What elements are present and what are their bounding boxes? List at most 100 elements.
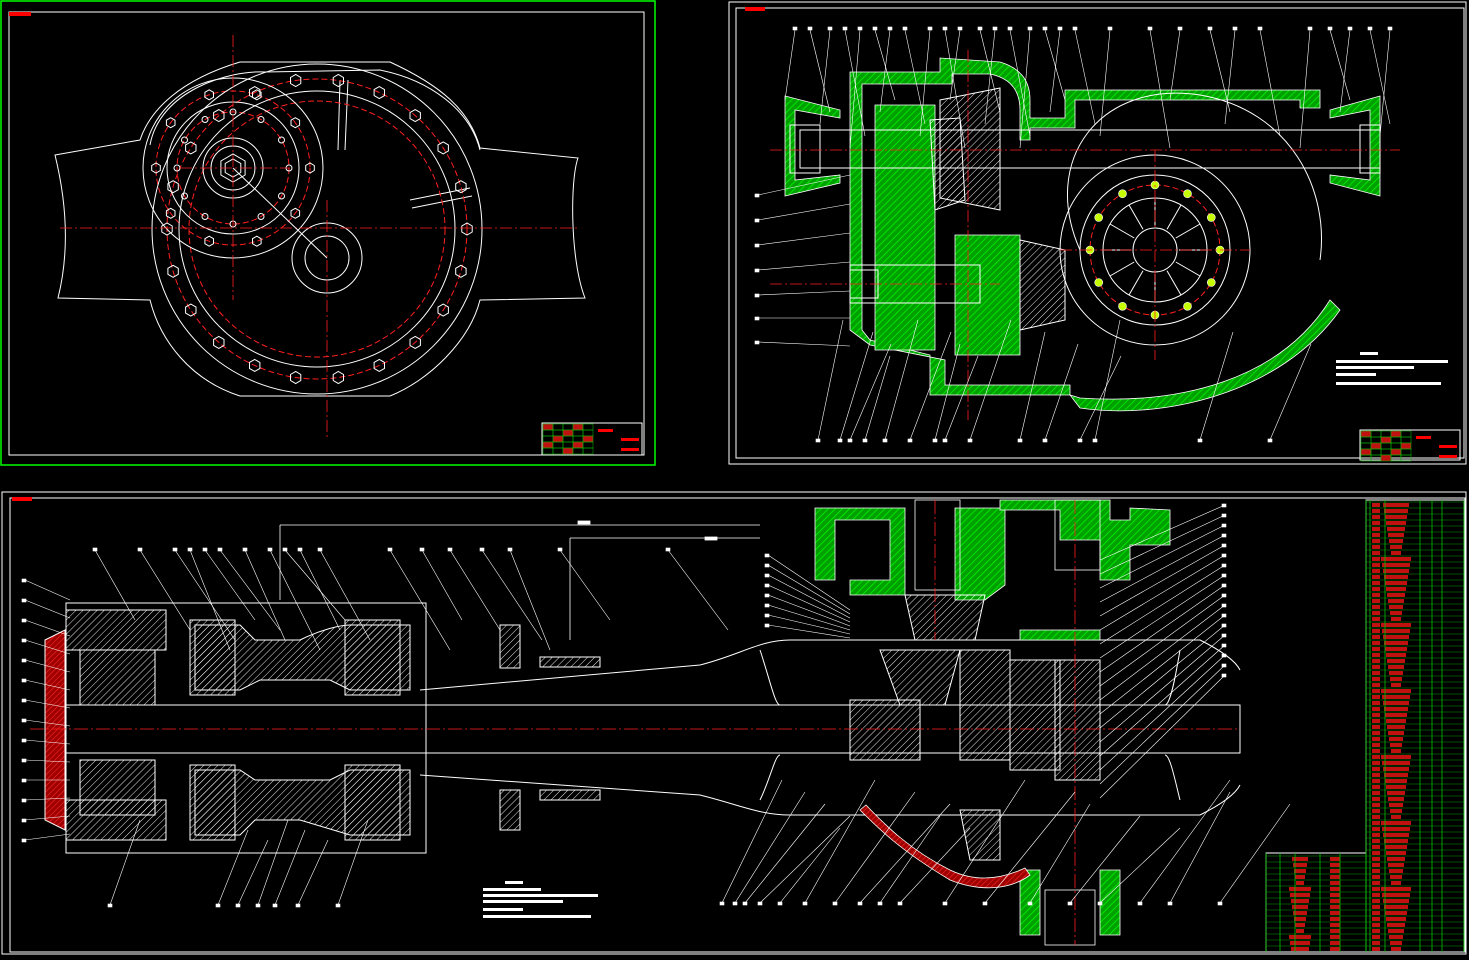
leader [204,549,256,621]
item-number [507,547,513,552]
leader [1099,614,1226,715]
leader [481,549,543,641]
part-row-text [1386,917,1406,921]
leader [284,549,346,621]
part-row-text [1388,533,1404,537]
item-number [242,547,248,552]
item-number [754,218,760,223]
leader [24,639,71,655]
bolt-head [409,109,421,123]
part-row-text [1386,719,1406,723]
spoke [1109,261,1135,277]
leader [904,29,926,125]
item-number [297,547,303,552]
leader [979,29,1001,113]
item-number [272,903,278,908]
bolt-head [290,73,302,88]
bolt-head [167,264,179,278]
part-row-text [1389,869,1403,873]
sheet-3 [1,491,1467,955]
item-number [842,26,848,31]
item-number [21,598,27,603]
bolt-head [455,180,467,194]
bolt-head [290,370,302,385]
bolt-head [332,73,344,88]
item-number [1347,26,1353,31]
part-row-text [1382,629,1410,633]
leader [1099,584,1226,673]
item-number [764,563,770,568]
item-number [742,901,748,906]
leader [24,815,71,821]
bolt-hole [201,116,209,124]
item-number [1221,663,1227,668]
item-number [21,638,27,643]
leader [274,829,306,906]
item-number [447,547,453,552]
parts-list-table [1265,499,1465,953]
leader [1099,624,1226,729]
axle-tube [65,624,1241,831]
leader [24,759,71,763]
item-number [777,901,783,906]
leader [1369,29,1391,125]
leader [24,739,71,745]
part-row-text [1382,827,1410,831]
item-number [942,438,948,443]
leader [757,290,851,296]
leader [1339,29,1351,113]
item-number [902,26,908,31]
item-number [967,438,973,443]
item-number [942,901,948,906]
leader [1099,654,1226,771]
part-row-text [1390,545,1402,549]
leader [24,579,71,601]
item-number [1367,26,1373,31]
ring-bolt [1094,278,1104,287]
leader [1079,355,1122,441]
leader [109,819,141,906]
item-number [757,901,763,906]
item-number [754,268,760,273]
title-block-cells [1360,430,1457,462]
bolt-head [165,117,176,129]
item-number [317,547,323,552]
item-number [1221,503,1227,508]
bolt-hole [257,116,265,124]
item-number [1221,583,1227,588]
differential-section [814,499,1171,946]
spoke [1175,223,1201,239]
leader [1099,29,1111,137]
item-number [172,547,178,552]
part-row-text [1390,809,1402,813]
leader-lines [21,503,1291,908]
item-number [1097,901,1103,906]
item-number [719,901,725,906]
item-number [857,26,863,31]
item-number [419,547,425,552]
leader [1099,634,1226,743]
part-row-text [1385,581,1407,585]
leader [834,791,916,904]
part-row-text [1387,791,1405,795]
leader [24,699,71,709]
item-number [215,903,221,908]
item-number [1027,26,1033,31]
leader [1169,791,1231,904]
leader [849,343,892,441]
leader [1049,29,1061,113]
part-row-text [1385,779,1407,783]
bolt-head [461,222,473,236]
bolt-head [165,207,176,219]
part-row-text [1388,863,1404,867]
item-number [807,26,813,31]
item-number [792,26,798,31]
item-number [1207,26,1213,31]
leader [757,203,851,221]
item-number [255,903,261,908]
leader [949,29,961,101]
leader [767,584,851,623]
leader [884,319,919,441]
technical-notes [483,881,598,918]
